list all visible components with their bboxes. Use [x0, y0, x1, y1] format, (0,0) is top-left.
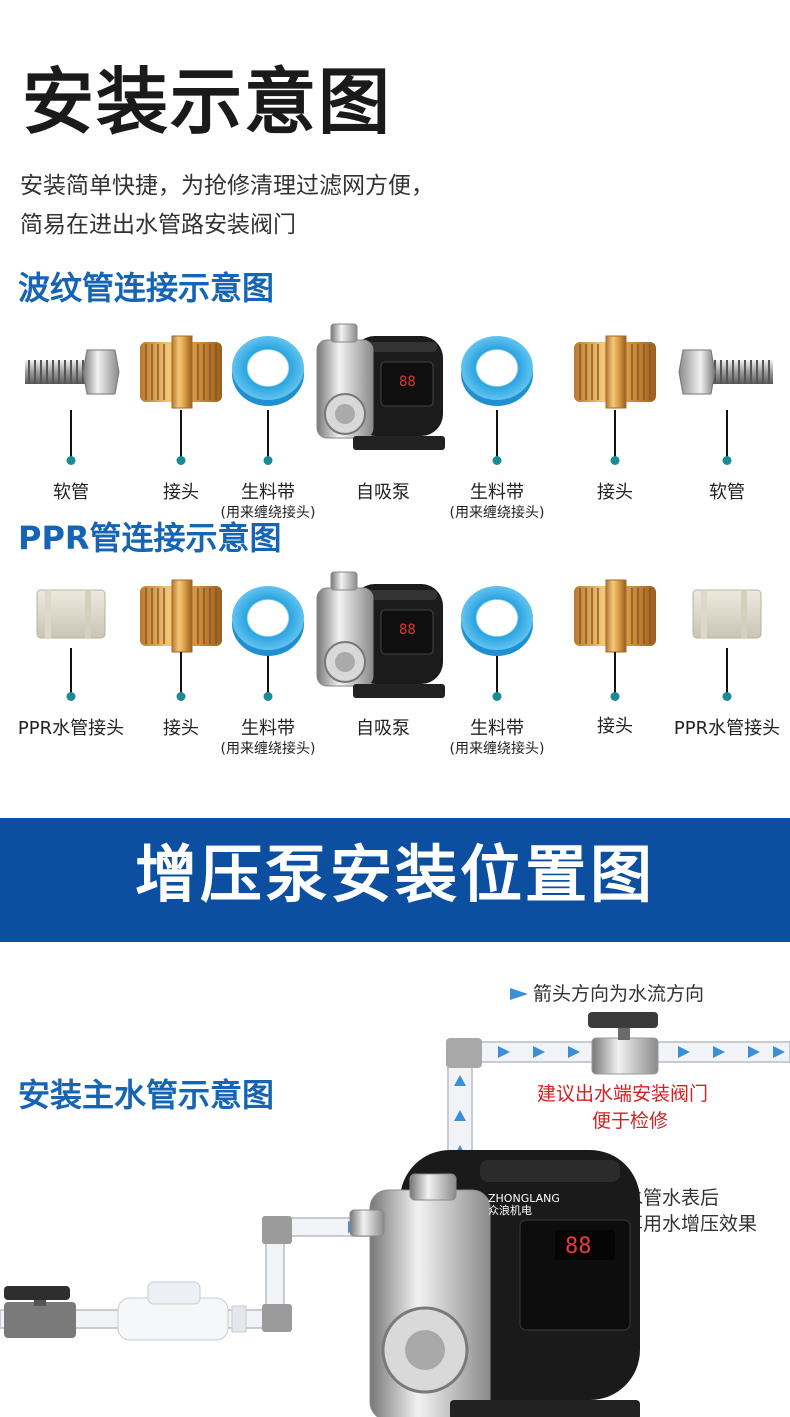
valve-note-line2: 便于检修: [592, 1110, 668, 1132]
corrugated-parts-row: 软管 接头 生料带 (用来缠绕接头) 自吸泵 生料带 (用来缠绕接头) 接头 软…: [0, 318, 790, 521]
part-hose-right: 软管: [662, 318, 790, 503]
part-tape-right: 生料带 (用来缠绕接头): [432, 318, 562, 521]
corrugated-hose-icon: [21, 342, 121, 402]
part-label: 接头: [163, 718, 199, 739]
part-sublabel: (用来缠绕接头): [449, 741, 545, 757]
part-tape-left: 生料带 (用来缠绕接头): [203, 318, 333, 521]
part-ppr-right: PPR水管接头: [662, 566, 790, 751]
part-sublabel: (用来缠绕接头): [220, 505, 316, 521]
section-banner: 增压泵安装位置图: [0, 818, 790, 942]
part-label: 自吸泵: [356, 718, 410, 739]
ptfe-tape-icon: [457, 580, 537, 660]
part-fitting-right: 接头: [550, 318, 680, 503]
banner-title: 增压泵安装位置图: [134, 838, 655, 911]
part-hose-left: 软管: [6, 318, 136, 503]
part-label: 生料带: [470, 718, 524, 739]
part-pump: 自吸泵: [318, 318, 448, 503]
ppr-connector-icon: [687, 584, 767, 644]
water-meter-icon: [117, 1281, 247, 1341]
part-label: 生料带: [470, 482, 524, 503]
brass-fitting-icon: [570, 576, 660, 656]
part-fitting-left: 接头: [116, 318, 246, 503]
brand-cn: 众浪机电: [488, 1203, 532, 1217]
part-label: PPR水管接头: [17, 718, 125, 739]
booster-pump-icon: 88 ZHONGLANG 众浪机电: [349, 1150, 640, 1417]
part-label: PPR水管接头: [673, 718, 781, 739]
part-label: 软管: [53, 482, 89, 503]
intro-line-1: 安装简单快捷，为抢修清理过滤网方便，: [20, 173, 434, 199]
ppr-connector-icon: [31, 584, 111, 644]
part-ppr-left: PPR水管接头: [6, 566, 136, 751]
part-fitting-left: 接头: [116, 566, 246, 751]
part-label: 自吸泵: [356, 482, 410, 503]
part-sublabel: (用来缠绕接头): [449, 505, 545, 521]
part-fitting-right: 接头: [550, 566, 680, 751]
part-label: 软管: [709, 482, 745, 503]
ptfe-tape-icon: [228, 580, 308, 660]
ppr-parts-row: PPR水管接头 接头 生料带 (用来缠绕接头) 自吸泵 生料带 (用来缠绕接头)…: [0, 566, 790, 757]
section-title-corrugated: 波纹管连接示意图: [18, 269, 275, 307]
intro-line-2: 简易在进出水管路安装阀门: [20, 212, 296, 238]
brand-latin: ZHONGLANG: [488, 1192, 560, 1205]
corrugated-hose-icon: [677, 342, 777, 402]
part-label: 生料带: [241, 482, 295, 503]
installation-diagram: 箭头方向为水流方向 建议出水端安装阀门 便于检修 安装主水管示意图 安装主水管水…: [0, 983, 790, 1417]
part-sublabel: (用来缠绕接头): [220, 741, 316, 757]
brass-fitting-icon: [570, 332, 660, 412]
inlet-valve-icon: [4, 1286, 76, 1338]
part-label: 接头: [163, 482, 199, 503]
outlet-elbow-icon: [446, 1038, 482, 1068]
part-label: 生料带: [241, 718, 295, 739]
valve-note-line1: 建议出水端安装阀门: [537, 1083, 708, 1105]
ptfe-tape-icon: [228, 330, 308, 410]
arrow-legend: 箭头方向为水流方向: [533, 983, 704, 1005]
part-pump: 自吸泵: [318, 566, 448, 751]
page-title: 安装示意图: [22, 60, 393, 144]
install-section-title: 安装主水管示意图: [18, 1076, 274, 1114]
part-tape-left: 生料带 (用来缠绕接头): [203, 566, 333, 757]
outlet-valve-icon: [588, 1012, 659, 1075]
pipe-elbows: [262, 1216, 292, 1332]
flow-direction-icon: [510, 988, 528, 1000]
part-label: 接头: [597, 482, 633, 503]
part-label: 接头: [597, 716, 633, 737]
section-title-ppr: PPR管连接示意图: [18, 519, 282, 557]
part-tape-right: 生料带 (用来缠绕接头): [432, 566, 562, 757]
pump-display: 88: [565, 1234, 592, 1259]
ptfe-tape-icon: [457, 330, 537, 410]
